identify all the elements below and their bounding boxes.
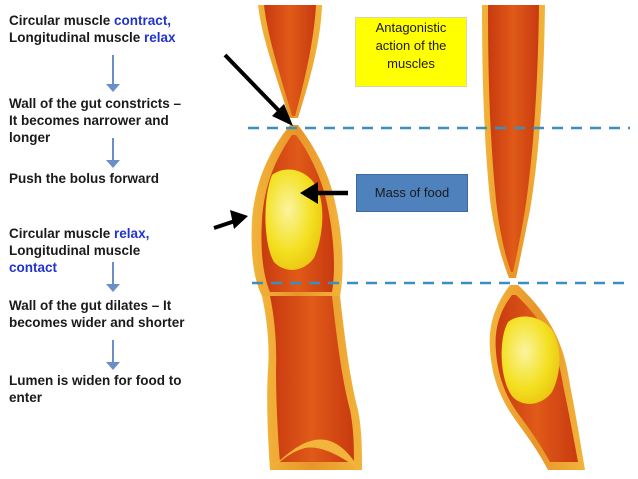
step-text: Circular muscle bbox=[9, 226, 115, 241]
flow-arrows bbox=[106, 55, 120, 370]
step-text: It becomes narrower and bbox=[9, 113, 169, 128]
step-text: Longitudinal muscle bbox=[9, 30, 145, 45]
step-3-line-1: Push the bolus forward bbox=[9, 170, 159, 187]
mass-of-food-callout: Mass of food bbox=[356, 174, 468, 212]
antagonistic-callout: Antagonistic action of the muscles bbox=[355, 17, 467, 87]
step-text: longer bbox=[9, 130, 51, 145]
right-tube-upper-lumen bbox=[488, 5, 539, 272]
step-text: becomes wider and shorter bbox=[9, 315, 185, 330]
step-text: Lumen is widen for food to bbox=[9, 373, 182, 388]
food-bolus-right bbox=[501, 316, 560, 404]
antagonistic-line-1: Antagonistic bbox=[375, 20, 447, 35]
step-6-line-2: enter bbox=[9, 389, 182, 406]
step-2-line-1: Wall of the gut constricts – bbox=[9, 95, 181, 112]
right-gut-segment bbox=[482, 5, 585, 470]
left-tube-lower-lumen bbox=[270, 296, 354, 462]
step-text: Wall of the gut dilates – It bbox=[9, 298, 172, 313]
blue-down-arrow-icon bbox=[106, 55, 120, 92]
step-4: Circular muscle relax,Longitudinal muscl… bbox=[9, 225, 149, 276]
step-text: Circular muscle bbox=[9, 13, 115, 28]
antagonistic-line-3: muscles bbox=[387, 56, 435, 71]
step-5-line-2: becomes wider and shorter bbox=[9, 314, 185, 331]
step-1: Circular muscle contract,Longitudinal mu… bbox=[9, 12, 176, 46]
step-2-line-2: It becomes narrower and bbox=[9, 112, 181, 129]
step-text: enter bbox=[9, 390, 43, 405]
mass-of-food-label: Mass of food bbox=[374, 185, 450, 200]
step-6-line-1: Lumen is widen for food to bbox=[9, 372, 182, 389]
antagonistic-line-2: action of the bbox=[375, 38, 447, 53]
pointer-arrow-dilation bbox=[213, 210, 248, 230]
pointer-arrow-constriction bbox=[223, 53, 293, 126]
step-6: Lumen is widen for food to enter bbox=[9, 372, 182, 406]
step-text: Push the bolus forward bbox=[9, 171, 160, 186]
pointer-arrow-food bbox=[300, 182, 348, 204]
highlighted-term: contact bbox=[9, 260, 58, 275]
step-text: Wall of the gut constricts – bbox=[9, 96, 182, 111]
blue-down-arrow-icon bbox=[106, 262, 120, 292]
highlighted-term: relax, bbox=[114, 226, 150, 241]
blue-down-arrow-icon bbox=[106, 340, 120, 370]
step-4-line-3: contact bbox=[9, 259, 149, 276]
step-1-line-1: Circular muscle contract, bbox=[9, 12, 176, 29]
step-1-line-2: Longitudinal muscle relax bbox=[9, 29, 176, 46]
step-3: Push the bolus forward bbox=[9, 170, 159, 187]
left-tube-bottom-valve bbox=[270, 439, 360, 470]
highlighted-term: contract, bbox=[114, 13, 172, 28]
left-tube-upper-lumen bbox=[264, 5, 316, 116]
step-5-line-1: Wall of the gut dilates – It bbox=[9, 297, 185, 314]
left-gut-segment bbox=[251, 5, 362, 470]
highlighted-term: relax bbox=[144, 30, 176, 45]
step-4-line-2: Longitudinal muscle bbox=[9, 242, 149, 259]
step-text: Longitudinal muscle bbox=[9, 243, 141, 258]
step-5: Wall of the gut dilates – It becomes wide… bbox=[9, 297, 185, 331]
step-2: Wall of the gut constricts – It becomes n… bbox=[9, 95, 181, 146]
blue-down-arrow-icon bbox=[106, 138, 120, 168]
step-4-line-1: Circular muscle relax, bbox=[9, 225, 149, 242]
step-2-line-3: longer bbox=[9, 129, 181, 146]
